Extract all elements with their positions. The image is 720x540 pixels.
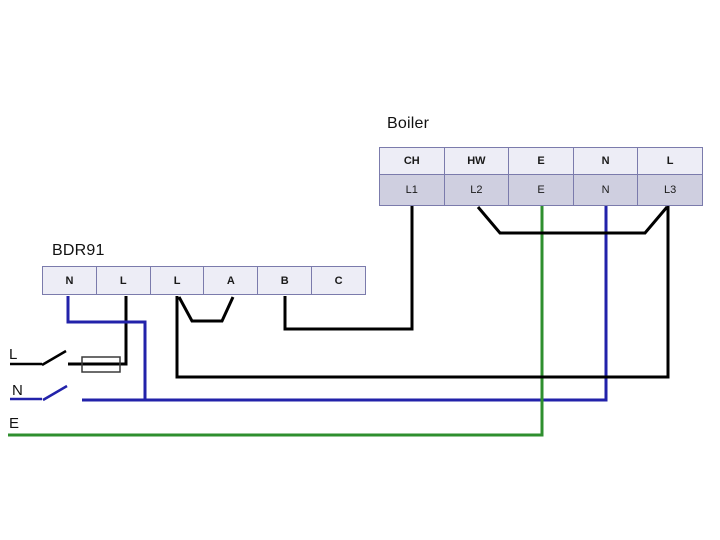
boiler-header-ch: CH [403, 155, 420, 167]
boiler-header-e: E [508, 148, 573, 174]
boiler-terminal-n: N [572, 175, 638, 205]
boiler-terminal-block: CH HW E N L L1 L2 E N L3 [379, 147, 703, 206]
bdr91-terminal-c: C [311, 267, 365, 294]
bdr91-terminal-l2: L [149, 267, 204, 294]
boiler-terminal-l1: L1 [405, 184, 418, 196]
boiler-header-l: L [637, 148, 702, 174]
fuse [81, 356, 121, 373]
bdr91-terminal-a: A [203, 267, 257, 294]
live-label: L [9, 346, 18, 363]
wire-bdr91-b-to-boiler-l1 [283, 206, 414, 331]
bdr91-terminal-n: N [65, 274, 74, 287]
boiler-terminal-l3: L3 [637, 175, 702, 205]
wire-neutral-branch-bdr91-n [66, 296, 147, 400]
boiler-terminal-l2: L2 [443, 175, 509, 205]
earth-label: E [9, 415, 20, 432]
neutral-switch-blade [42, 384, 68, 402]
bdr91-terminal-b: B [257, 267, 311, 294]
wire-earth-to-boiler-e [8, 206, 544, 437]
neutral-label: N [12, 382, 23, 399]
boiler-terminal-row: L1 L2 E N L3 [380, 174, 702, 205]
wire-neutral-to-boiler-n [82, 206, 608, 402]
boiler-title: Boiler [387, 115, 430, 132]
bdr91-terminal-l1: L [95, 267, 150, 294]
boiler-terminal-e: E [508, 175, 573, 205]
boiler-header-hw: HW [443, 148, 509, 174]
boiler-header-n: N [572, 148, 638, 174]
bdr91-terminal-block: N L L A B C [42, 266, 366, 295]
wire-bdr91-l-to-boiler-l3 [175, 206, 670, 379]
live-switch-blade [41, 349, 67, 367]
bdr91-terminal-row: N L L A B C [43, 267, 365, 294]
boiler-header-row: CH HW E N L [380, 148, 702, 174]
jumper-bdr91-l-a [177, 296, 235, 323]
wire-live-to-bdr91-l [68, 296, 128, 366]
jumper-boiler-l2-l3 [476, 206, 669, 235]
bdr91-title: BDR91 [52, 242, 105, 259]
